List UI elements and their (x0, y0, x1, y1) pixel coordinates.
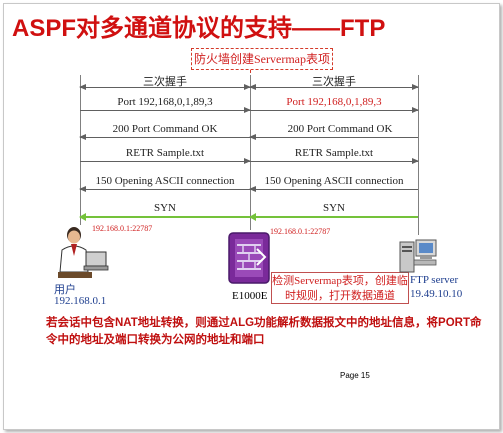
user-ip: 192.168.0.1 (54, 295, 107, 307)
arrowhead-left-icon (249, 213, 256, 221)
right-port-arrow (250, 107, 419, 113)
right-port-label: Port 192,168,0,1,89,3 (286, 96, 382, 108)
left-port-label: Port 192,168,0,1,89,3 (117, 96, 213, 108)
firewall-label: E1000E (232, 290, 268, 302)
arrowhead-left-icon (79, 84, 86, 90)
right-200-label: 200 Port Command OK (287, 123, 393, 135)
left-retr-label: RETR Sample.txt (125, 147, 205, 159)
ftp-server-icon (399, 239, 437, 273)
arrowhead-right-icon (244, 107, 251, 113)
server-label: FTP server (410, 274, 459, 286)
left-ip-label: 192.168.0.1:22787 (92, 224, 153, 233)
arrowhead-right-icon (412, 84, 419, 90)
left-port-arrow (80, 107, 251, 113)
arrowhead-left-icon (249, 84, 256, 90)
servermap-callout: 防火墙创建Servermap表项 (191, 48, 333, 70)
right-150-arrow (249, 186, 418, 192)
user-at-computer-icon (58, 227, 109, 278)
arrowhead-left-icon (79, 186, 86, 192)
right-200-arrow (249, 134, 418, 140)
right-ip-label: 192.168.0.1:22787 (270, 227, 331, 236)
server-lifeline (418, 75, 419, 235)
left-syn-arrow (79, 213, 250, 221)
right-retr-arrow (250, 158, 419, 164)
firewall-device-icon (228, 232, 270, 284)
right-150-label: 150 Opening ASCII connection (264, 175, 404, 187)
left-handshake-label: 三次握手 (143, 76, 187, 88)
arrowhead-left-icon (79, 213, 86, 221)
detect-servermap-box: 检测Servermap表项，创建临时规则，打开数据通道 (271, 272, 409, 304)
left-syn-label: SYN (153, 202, 177, 214)
left-200-label: 200 Port Command OK (112, 123, 218, 135)
arrowhead-left-icon (79, 134, 86, 140)
left-handshake-arrow (79, 84, 251, 90)
slide-title: ASPF对多通道协议的支持——FTP (12, 15, 386, 42)
right-syn-label: SYN (322, 202, 346, 214)
arrowhead-right-icon (412, 158, 419, 164)
nat-alg-note: 若会话中包含NAT地址转换，则通过ALG功能解析数据报文中的地址信息，将PORT… (46, 317, 482, 346)
arrowhead-right-icon (244, 158, 251, 164)
arrowhead-left-icon (249, 186, 256, 192)
left-150-label: 150 Opening ASCII connection (95, 175, 235, 187)
arrowhead-right-icon (412, 107, 419, 113)
right-handshake-label: 三次握手 (312, 76, 356, 88)
right-handshake-arrow (249, 84, 419, 90)
user-lifeline (80, 75, 81, 225)
arrowhead-right-icon (244, 84, 251, 90)
right-retr-label: RETR Sample.txt (294, 147, 374, 159)
arrowhead-left-icon (249, 134, 256, 140)
left-200-arrow (79, 134, 250, 140)
page-number: Page 15 (340, 371, 370, 380)
server-ip: 19.49.10.10 (410, 288, 463, 300)
left-retr-arrow (80, 158, 251, 164)
user-label: 用户 (54, 284, 76, 296)
left-150-arrow (79, 186, 250, 192)
firewall-lifeline (250, 75, 251, 230)
right-syn-arrow (249, 213, 418, 221)
